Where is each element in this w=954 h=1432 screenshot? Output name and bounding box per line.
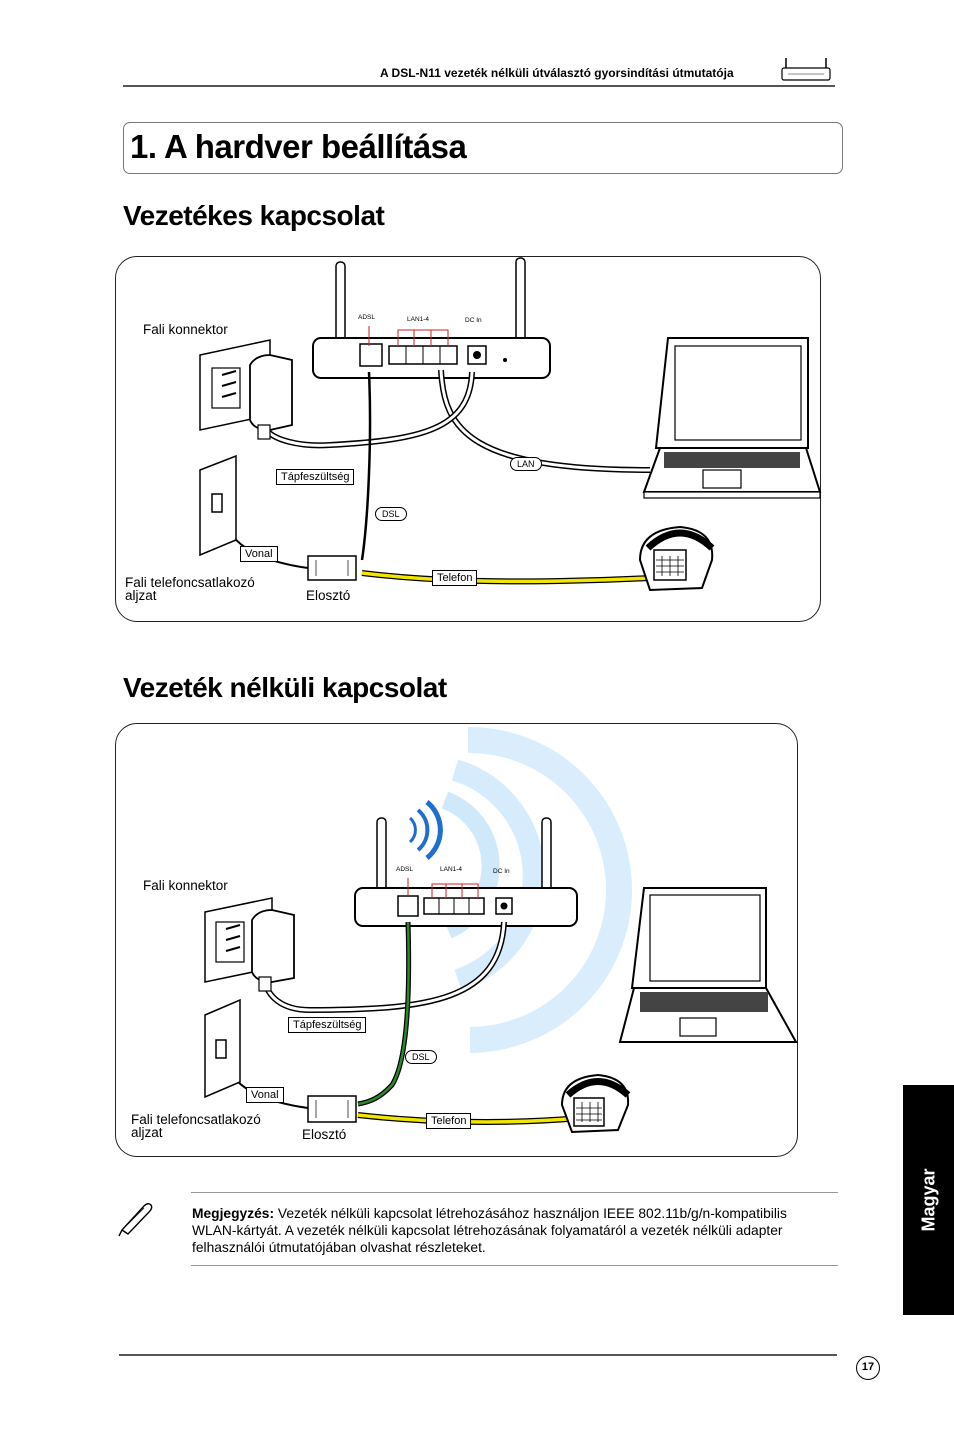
wired-heading: Vezetékes kapcsolat xyxy=(123,200,385,231)
tag-phone: Telefon xyxy=(426,1113,472,1129)
tag-lan: LAN xyxy=(510,457,542,471)
tag-power: Tápfeszültség xyxy=(288,1017,367,1033)
note-rule-bottom xyxy=(191,1265,838,1266)
running-header: A DSL-N11 vezeték nélküli útválasztó gyo… xyxy=(380,66,734,80)
tag-power: Tápfeszültség xyxy=(276,469,355,485)
telephone-icon xyxy=(638,525,715,592)
language-tab-label: Magyar xyxy=(918,1168,938,1232)
language-tab: Magyar xyxy=(903,1085,954,1315)
label-wall-socket: Fali telefoncsatlakozó aljzat xyxy=(125,575,255,603)
note-body: Vezeték nélküli kapcsolat létrehozásához… xyxy=(192,1206,787,1255)
page-title: 1. A hardver beállítása xyxy=(130,128,467,165)
tag-line: Vonal xyxy=(246,1087,284,1103)
telephone-icon xyxy=(560,1073,631,1134)
label-adsl: ADSL xyxy=(358,314,375,321)
power-adapter-icon xyxy=(249,354,293,440)
phone-socket-icon xyxy=(199,454,237,557)
label-splitter: Elosztó xyxy=(306,588,351,603)
note-rule-top xyxy=(191,1192,838,1193)
phone-socket-icon xyxy=(204,998,241,1099)
note-label: Megjegyzés: xyxy=(192,1206,275,1221)
tag-dsl: DSL xyxy=(405,1050,437,1064)
wireless-heading: Vezeték nélküli kapcsolat xyxy=(123,672,447,703)
tag-dsl: DSL xyxy=(375,507,407,521)
label-wall-connector: Fali konnektor xyxy=(143,878,228,893)
label-dcin: DC In xyxy=(493,868,510,875)
title-box xyxy=(123,122,843,174)
splitter-icon xyxy=(307,1095,357,1123)
tag-phone: Telefon xyxy=(432,570,478,586)
label-lan14: LAN1-4 xyxy=(407,316,430,323)
label-lan14: LAN1-4 xyxy=(440,866,463,873)
splitter-icon xyxy=(307,555,357,581)
tag-line: Vonal xyxy=(240,546,278,562)
power-adapter-icon xyxy=(251,909,295,992)
router-icon xyxy=(312,326,551,379)
label-splitter: Elosztó xyxy=(302,1127,347,1142)
header-rule xyxy=(123,85,835,87)
label-wall-connector: Fali konnektor xyxy=(143,322,228,337)
label-wall-socket: Fali telefoncsatlakozó aljzat xyxy=(131,1112,261,1140)
footer-rule xyxy=(119,1354,837,1356)
wired-diagram xyxy=(115,256,821,622)
note: Megjegyzés: Vezeték nélküli kapcsolat lé… xyxy=(192,1205,832,1256)
label-adsl: ADSL xyxy=(396,866,413,873)
pen-icon xyxy=(118,1203,153,1237)
router-icon xyxy=(354,878,578,927)
page-number: 17 xyxy=(856,1356,880,1380)
wifi-icon xyxy=(408,800,443,860)
wireless-diagram xyxy=(115,723,798,1157)
label-dcin: DC In xyxy=(465,317,482,324)
laptop-icon xyxy=(642,337,822,499)
laptop-icon xyxy=(618,887,798,1043)
